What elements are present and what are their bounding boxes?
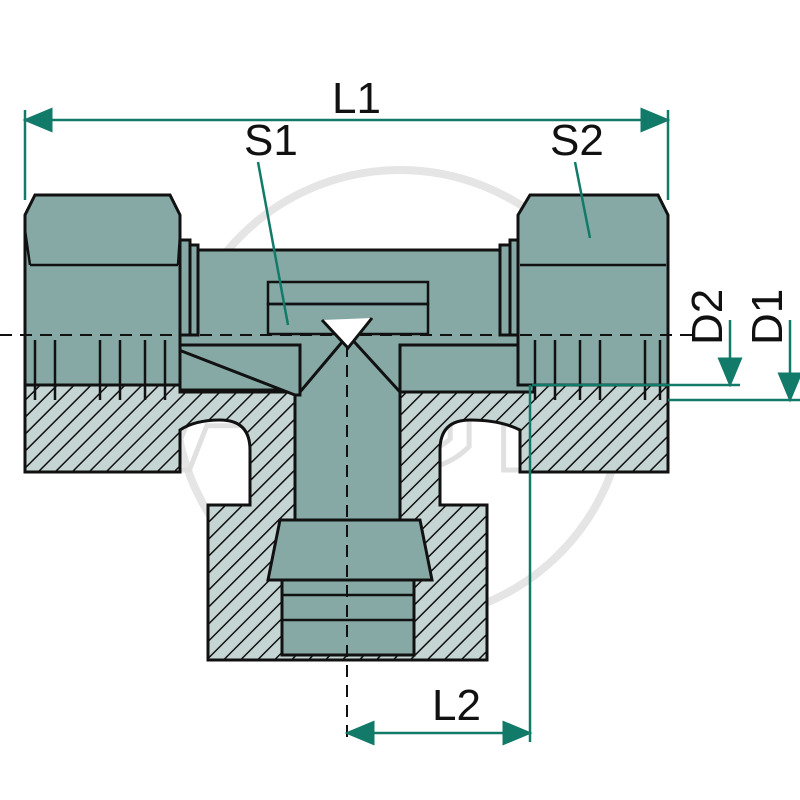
- label-s1: S1: [244, 116, 298, 165]
- label-l1: L1: [332, 74, 381, 123]
- dimension-s1: S1: [244, 116, 298, 326]
- label-d1: D1: [743, 289, 792, 345]
- left-union-nut: [23, 193, 200, 400]
- right-union-nut: [498, 193, 670, 400]
- label-d2: D2: [683, 289, 732, 345]
- dimension-l1: L1: [22, 74, 671, 200]
- dimension-d1: D1: [668, 289, 800, 403]
- label-l2: L2: [432, 681, 481, 730]
- dimension-l2: L2: [344, 385, 533, 746]
- dimension-d2: D2: [532, 289, 743, 388]
- tee-body: [23, 248, 670, 662]
- surface-finish-symbol: [320, 317, 374, 351]
- dimension-s2: S2: [550, 116, 604, 239]
- label-s2: S2: [550, 116, 604, 165]
